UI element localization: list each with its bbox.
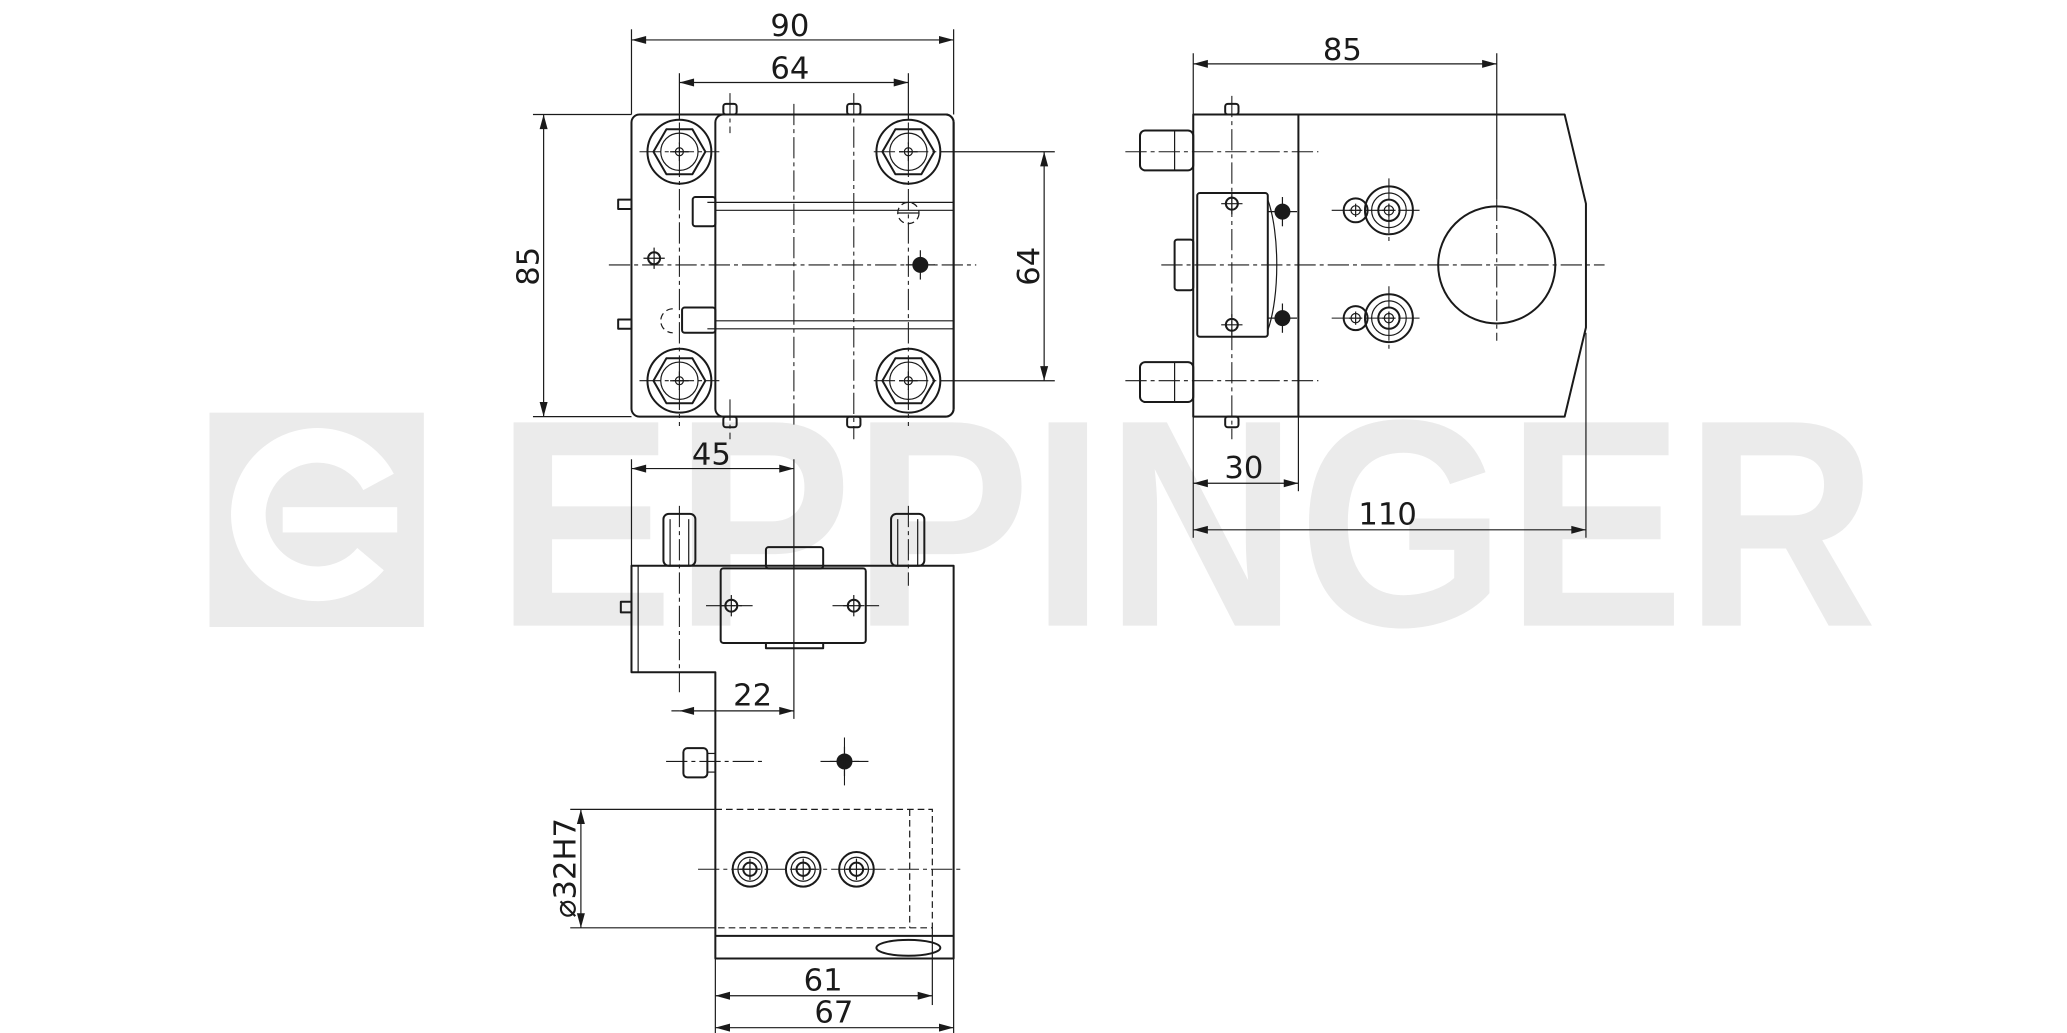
dimension-arrowhead <box>938 1023 954 1032</box>
watermark-wordmark: EPPINGER <box>496 358 1878 689</box>
dimension-label: ⌀32H7 <box>549 818 584 918</box>
side-locating-hole <box>1267 196 1298 227</box>
bottom-locating-pin <box>890 512 926 567</box>
dimension-arrowhead <box>779 464 794 473</box>
dimension-side-length: 110 <box>1193 332 1587 538</box>
dimension-arrowhead <box>539 114 548 130</box>
dimension-arrowhead <box>715 991 730 1000</box>
front-edge-pin <box>617 318 633 330</box>
bottom-view: 45 22 ⌀32H7 61 67 <box>549 438 962 1033</box>
bottom-side-stub <box>682 747 709 779</box>
dimension-front-height: 85 <box>511 113 632 418</box>
dimension-label: 85 <box>1323 33 1362 68</box>
dimension-arrowhead <box>679 78 695 87</box>
side-locating-pin <box>1138 129 1195 172</box>
dimension-bottom-axis-offset: 45 <box>630 438 795 719</box>
dimension-arrowhead <box>1040 366 1049 381</box>
dimension-arrowhead <box>779 706 794 715</box>
dimension-arrowhead <box>1040 151 1049 167</box>
dimension-arrowhead <box>938 35 954 44</box>
bottom-coolant-slot <box>875 938 942 957</box>
dimension-label: 64 <box>770 52 809 87</box>
dimension-bottom-inner-depth: 61 <box>714 927 933 1033</box>
bottom-hidden-bore <box>714 808 933 929</box>
dimension-arrowhead <box>1283 479 1299 488</box>
dimension-label: 45 <box>692 438 731 473</box>
dimension-arrowhead <box>1571 525 1586 534</box>
watermark-logo-bar <box>282 507 398 533</box>
dimension-front-bolt-spacing-vertical: 64 <box>940 151 1055 382</box>
dimension-bottom-bore-diameter: ⌀32H7 <box>549 808 716 929</box>
side-locating-hole <box>1267 302 1298 334</box>
dimension-arrowhead <box>917 991 933 1000</box>
dimension-label: 61 <box>804 963 843 998</box>
dimension-arrowhead <box>631 35 647 44</box>
dimension-arrowhead <box>893 78 909 87</box>
dimension-label: 90 <box>770 9 809 44</box>
front-side-pin <box>681 306 717 334</box>
dimension-label: 110 <box>1358 497 1416 532</box>
dimension-arrowhead <box>1193 59 1208 68</box>
dimension-label: 85 <box>511 247 546 286</box>
side-locating-pin <box>1138 361 1195 404</box>
dimension-arrowhead <box>679 706 695 715</box>
watermark: EPPINGER <box>209 358 1877 689</box>
dimension-arrowhead <box>539 402 548 417</box>
dimension-arrowhead <box>576 809 585 825</box>
front-hidden-pin <box>660 308 673 334</box>
front-threaded-hole <box>642 246 666 270</box>
dimension-side-flange: 30 <box>1192 416 1300 538</box>
side-view: 85 30 110 <box>1125 33 1605 538</box>
dimension-bottom-pin-offset: 22 <box>671 679 794 715</box>
dimension-label: 64 <box>1012 247 1047 286</box>
dimension-bottom-overall-depth: 67 <box>715 958 955 1033</box>
dimension-label: 30 <box>1224 451 1263 486</box>
dimension-arrowhead <box>715 1023 730 1032</box>
dimension-front-width: 90 <box>630 9 955 115</box>
bottom-edge-pin <box>619 600 633 614</box>
dimension-front-bolt-spacing-horizontal: 64 <box>678 52 909 120</box>
dimension-arrowhead <box>576 913 585 928</box>
dimension-label: 22 <box>733 679 772 714</box>
watermark-logo-swirl <box>231 428 394 602</box>
dimension-arrowhead <box>1193 479 1208 488</box>
front-side-pin <box>691 196 717 228</box>
dimension-arrowhead <box>1482 59 1497 68</box>
dimension-arrowhead <box>1193 525 1208 534</box>
front-view: 90 64 85 64 <box>511 9 1055 440</box>
dimension-arrowhead <box>631 464 647 473</box>
bottom-clamp-lip <box>764 641 825 650</box>
front-edge-pin <box>617 198 633 210</box>
dimension-label: 67 <box>814 995 853 1030</box>
dimension-side-axis-offset: 85 <box>1192 33 1498 200</box>
front-clamp-block-outline <box>714 113 955 418</box>
